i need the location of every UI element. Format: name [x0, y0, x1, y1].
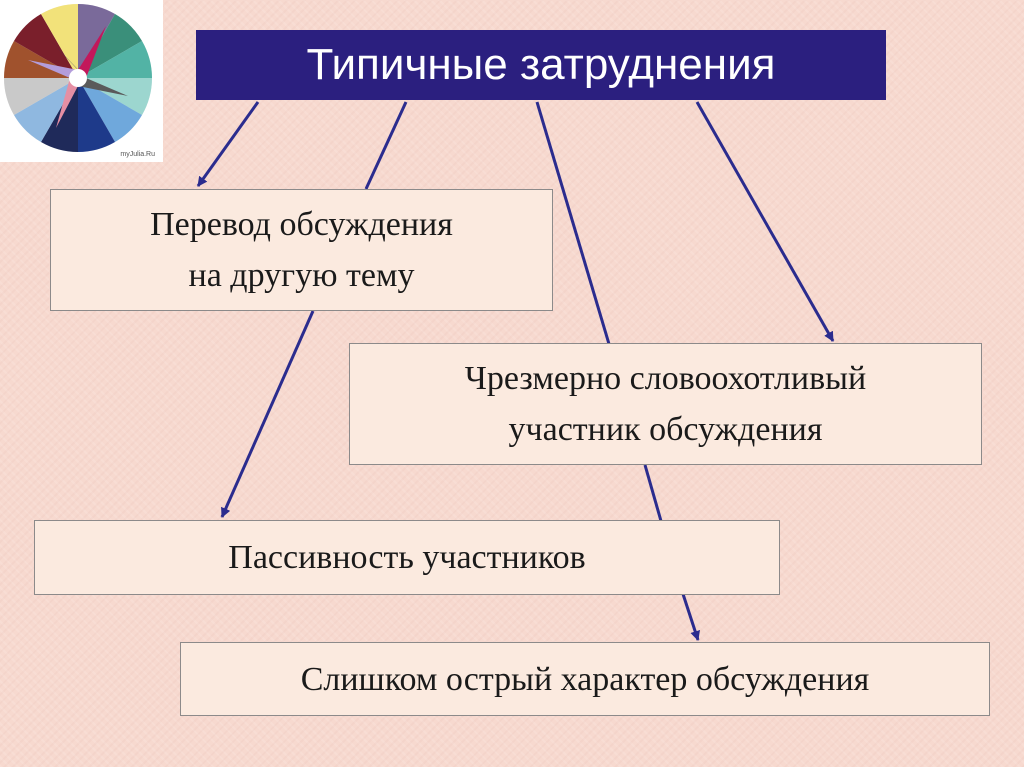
box-topic-line1: Перевод обсуждения	[150, 199, 453, 250]
arrow-to-sharp-c	[683, 594, 698, 640]
arrow-to-topic	[198, 102, 258, 186]
arrow-to-talkative	[697, 102, 833, 341]
box-sharp-text: Слишком острый характер обсуждения	[301, 654, 870, 705]
arrow-to-passive-a	[366, 102, 406, 189]
box-talkative-participant: Чрезмерно словоохотливый участник обсужд…	[349, 343, 982, 465]
box-passive-participants: Пассивность участников	[34, 520, 780, 595]
box-topic-change: Перевод обсуждения на другую тему	[50, 189, 553, 311]
box-topic-line2: на другую тему	[150, 250, 453, 301]
arrow-to-sharp-b	[645, 465, 661, 521]
box-talkative-line2: участник обсуждения	[465, 404, 866, 455]
arrow-to-passive-b	[222, 311, 313, 517]
box-sharp-discussion: Слишком острый характер обсуждения	[180, 642, 990, 716]
diagram-title: Типичные затруднения	[196, 30, 886, 100]
box-passive-text: Пассивность участников	[228, 532, 585, 583]
box-talkative-line1: Чрезмерно словоохотливый	[465, 353, 866, 404]
